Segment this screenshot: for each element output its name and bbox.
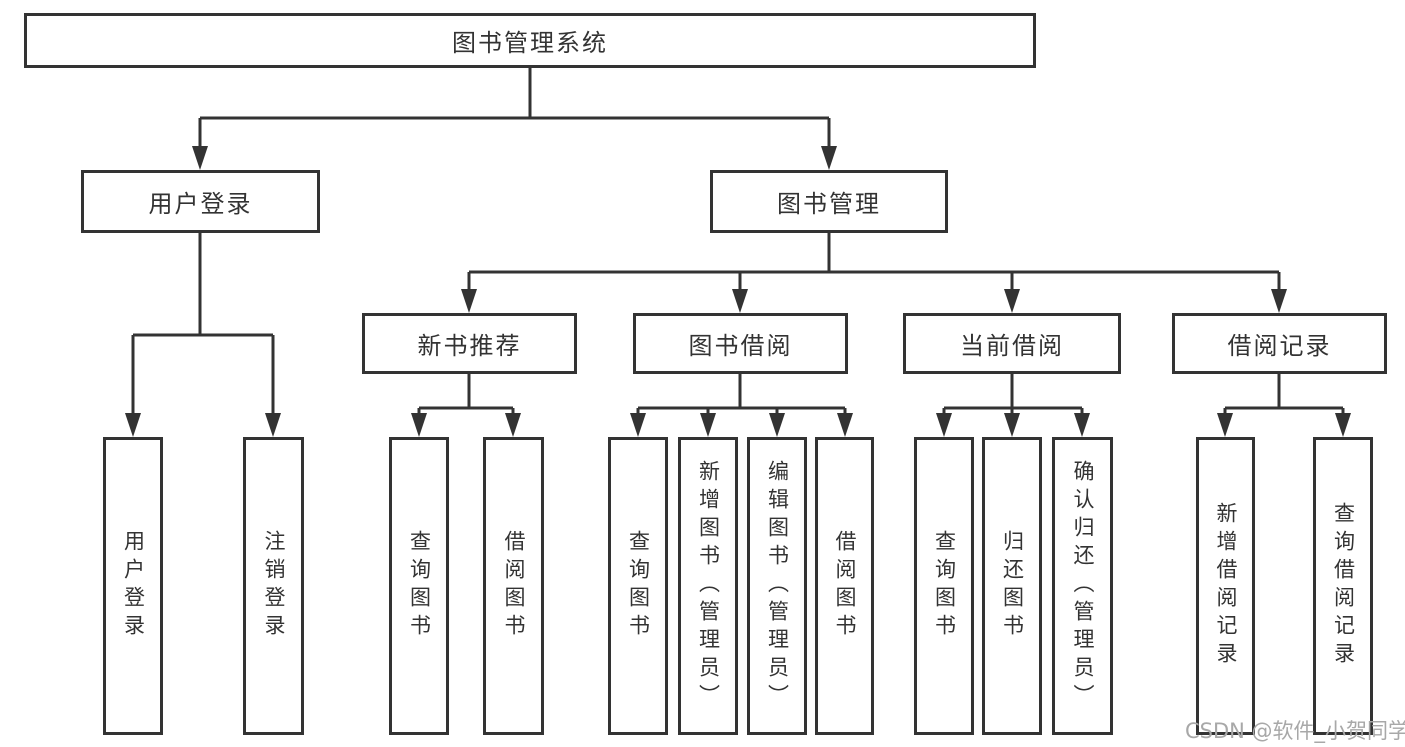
connector-root-to-level2 [198,68,831,150]
node-label: 新书推荐 [417,332,522,360]
node-label: 新增借阅记录 [1214,502,1239,670]
node-label: 确认归还（管理员） [1071,460,1096,712]
node-label: 用户登录 [148,190,253,218]
leaf-query-books-borrowing: 查询图书 [608,437,668,735]
arrowhead [732,289,748,313]
node-label: 图书借阅 [688,332,793,360]
leaf-query-books-current: 查询图书 [914,437,974,735]
node-label: 查询图书 [407,530,432,642]
arrowhead [411,413,427,437]
node-user-login: 用户登录 [81,170,320,233]
leaf-user-login: 用户登录 [103,437,163,735]
arrowhead [265,413,281,437]
node-label: 查询图书 [932,530,957,642]
leaf-edit-books-admin: 编辑图书（管理员） [747,437,807,735]
node-borrowing-records: 借阅记录 [1172,313,1387,374]
csdn-watermark: CSDN @软件_小贺同学 [1185,719,1405,743]
arrowhead [461,289,477,313]
arrowhead [125,413,141,437]
arrowhead [1217,413,1233,437]
arrowhead [630,413,646,437]
leaf-query-books-recommendation: 查询图书 [389,437,449,735]
arrowhead [192,146,208,170]
arrowhead [505,413,521,437]
node-label: 当前借阅 [960,332,1064,360]
leaf-query-borrow-record: 查询借阅记录 [1313,437,1373,735]
node-label: 借阅图书 [833,530,858,642]
connector-new-book-recommendation-children [417,374,515,416]
leaf-borrow-books-recommendation: 借阅图书 [483,437,544,735]
leaf-logout-login: 注销登录 [243,437,304,735]
leaf-confirm-return-admin: 确认归还（管理员） [1052,437,1113,735]
arrowhead [1271,289,1287,313]
node-label: 图书管理系统 [452,29,608,57]
node-new-book-recommendation: 新书推荐 [362,313,577,374]
arrowhead [769,413,785,437]
node-label: 归还图书 [1000,530,1025,642]
node-label: 注销登录 [262,530,287,642]
arrowhead [700,413,716,437]
arrowhead [1335,413,1351,437]
node-library-management-system: 图书管理系统 [24,13,1036,68]
node-book-borrowing: 图书借阅 [633,313,848,374]
arrowhead [837,413,853,437]
leaf-add-borrow-record: 新增借阅记录 [1196,437,1255,735]
connector-book-borrowing-children [636,374,847,416]
connector-book-management-children [467,233,1281,292]
leaf-borrow-books-borrowing: 借阅图书 [815,437,874,735]
leaf-return-books: 归还图书 [982,437,1042,735]
node-label: 用户登录 [121,530,146,642]
node-current-borrowing: 当前借阅 [903,313,1121,374]
node-label: 编辑图书（管理员） [765,460,790,712]
connector-borrowing-records-children [1223,374,1345,416]
node-label: 新增图书（管理员） [696,460,721,712]
arrowhead [936,413,952,437]
connector-user-login-children [131,233,275,416]
leaf-add-books-admin: 新增图书（管理员） [678,437,738,735]
connector-current-borrowing-children [942,374,1084,416]
arrowhead [1004,413,1020,437]
arrowhead [1004,289,1020,313]
arrowhead [1074,413,1090,437]
node-label: 查询借阅记录 [1331,502,1356,670]
node-label: 图书管理 [777,190,881,218]
node-book-management: 图书管理 [710,170,948,233]
arrowhead [821,146,837,170]
node-label: 查询图书 [626,530,651,642]
node-label: 借阅图书 [502,530,527,642]
node-label: 借阅记录 [1227,332,1332,360]
